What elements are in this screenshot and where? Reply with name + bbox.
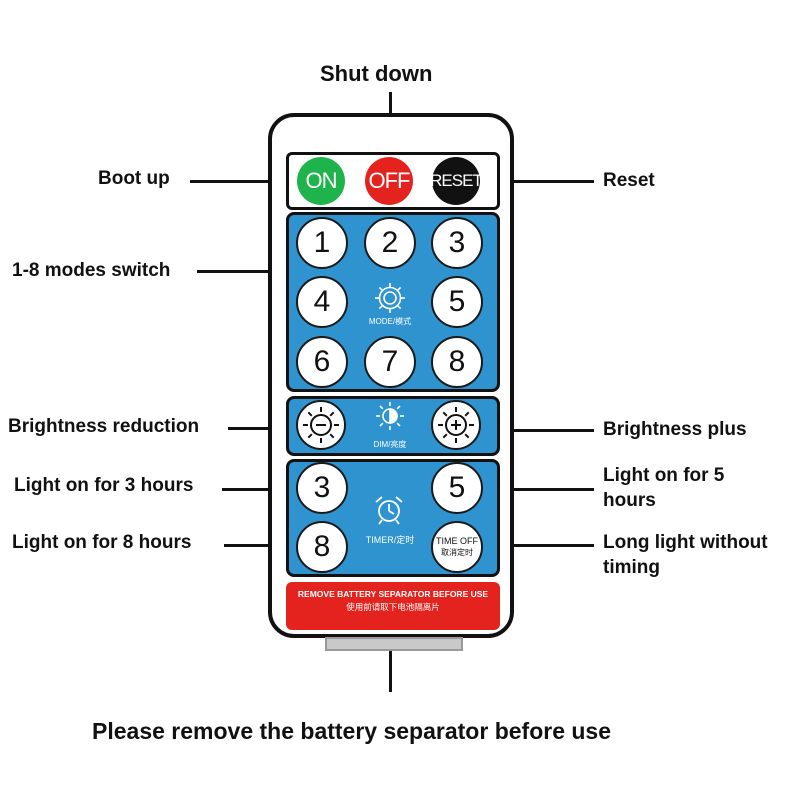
leader-battery-note <box>389 650 392 692</box>
mode-button-2[interactable]: 2 <box>364 217 416 269</box>
label-battery-note: Please remove the battery separator befo… <box>92 718 612 744</box>
label-reset: Reset <box>603 170 655 191</box>
brightness-minus-button[interactable] <box>296 400 346 450</box>
gear-icon <box>375 283 405 313</box>
leader-modes-switch <box>197 270 290 273</box>
banner-arrow-icon: ▼ <box>385 619 395 630</box>
time-off-label-cn: 取消定时 <box>441 548 473 557</box>
sun-minus-icon <box>303 407 339 443</box>
on-button[interactable]: ON <box>297 157 345 205</box>
timer-5h-button[interactable]: 5 <box>431 462 483 514</box>
dim-label: DIM/亮度 <box>373 440 407 449</box>
half-sun-icon <box>376 402 404 430</box>
label-long-light-1: Long light without <box>603 532 768 553</box>
battery-separator-tab[interactable] <box>325 637 463 651</box>
mode-button-3[interactable]: 3 <box>431 217 483 269</box>
banner-text-cn: 使用前请取下电池隔离片 <box>346 602 440 612</box>
battery-separator-banner: REMOVE BATTERY SEPARATOR BEFORE USE 使用前请… <box>286 582 500 630</box>
brightness-plus-button[interactable] <box>431 400 481 450</box>
label-light-8h: Light on for 8 hours <box>12 532 192 553</box>
label-brightness-reduction: Brightness reduction <box>8 416 200 437</box>
banner-text-en: REMOVE BATTERY SEPARATOR BEFORE USE <box>297 589 489 599</box>
label-light-3h: Light on for 3 hours <box>14 475 194 496</box>
label-shut-down: Shut down <box>320 61 433 86</box>
label-light-5h-2: hours <box>603 490 656 511</box>
mode-button-4[interactable]: 4 <box>296 276 348 328</box>
mode-button-7[interactable]: 7 <box>364 336 416 388</box>
reset-button[interactable]: RESET <box>430 157 483 205</box>
leader-light-8h <box>224 544 296 547</box>
mode-button-5[interactable]: 5 <box>431 276 483 328</box>
time-off-label: TIME OFF <box>436 536 478 546</box>
leader-light-3h <box>222 488 296 491</box>
label-light-5h-1: Light on for 5 <box>603 465 725 486</box>
label-long-light-2: timing <box>603 557 660 578</box>
mode-button-8[interactable]: 8 <box>431 336 483 388</box>
off-button[interactable]: OFF <box>365 157 413 205</box>
sun-plus-icon <box>438 407 474 443</box>
leader-reset <box>486 180 594 183</box>
alarm-clock-icon <box>375 496 403 525</box>
label-modes-switch: 1-8 modes switch <box>12 260 171 281</box>
timer-label: TIMER/定时 <box>365 535 415 545</box>
label-brightness-plus: Brightness plus <box>603 419 747 440</box>
time-off-button[interactable]: TIME OFF 取消定时 <box>431 521 483 573</box>
mode-button-1[interactable]: 1 <box>296 217 348 269</box>
leader-boot-up <box>190 180 295 183</box>
label-boot-up: Boot up <box>98 168 170 189</box>
leader-brightness-plus <box>482 429 594 432</box>
mode-label: MODE/模式 <box>368 317 412 326</box>
leader-light-5h <box>482 488 594 491</box>
timer-3h-button[interactable]: 3 <box>296 462 348 514</box>
mode-button-6[interactable]: 6 <box>296 336 348 388</box>
timer-8h-button[interactable]: 8 <box>296 521 348 573</box>
leader-long-light <box>484 544 594 547</box>
leader-brightness-reduction <box>228 427 296 430</box>
